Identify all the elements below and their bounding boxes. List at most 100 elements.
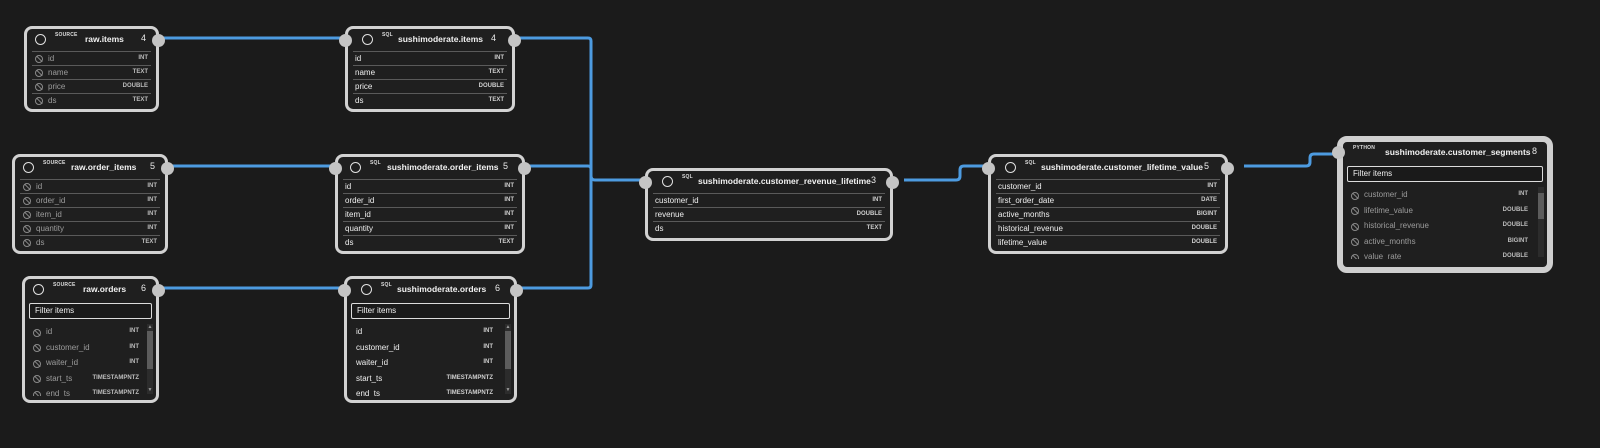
input-port[interactable] bbox=[639, 176, 652, 189]
input-port[interactable] bbox=[1332, 146, 1345, 159]
model-title[interactable]: sushimoderate.orders bbox=[397, 284, 487, 294]
node-header[interactable]: SOURCE raw.items 4 bbox=[27, 29, 165, 51]
model-title[interactable]: raw.order_items bbox=[71, 162, 137, 172]
collapse-toggle-icon[interactable] bbox=[35, 34, 46, 45]
collapse-toggle-icon[interactable] bbox=[1005, 162, 1016, 173]
scroll-down-icon[interactable]: ▼ bbox=[147, 387, 153, 393]
collapse-toggle-icon[interactable] bbox=[362, 34, 373, 45]
node-header[interactable]: SQL sushimoderate.orders 6 bbox=[338, 279, 523, 301]
model-title[interactable]: raw.items bbox=[85, 34, 124, 44]
node-customer-lifetime-value[interactable]: SQL sushimoderate.customer_lifetime_valu… bbox=[982, 154, 1234, 254]
node-header[interactable]: SQL sushimoderate.items 4 bbox=[339, 29, 521, 51]
input-port[interactable] bbox=[339, 34, 352, 47]
output-port[interactable] bbox=[518, 162, 531, 175]
model-title[interactable]: sushimoderate.customer_segments bbox=[1385, 147, 1531, 157]
collapse-toggle-icon[interactable] bbox=[23, 162, 34, 173]
collapse-toggle-icon[interactable] bbox=[350, 162, 361, 173]
scrollbar[interactable]: ▲ ▼ bbox=[147, 324, 153, 394]
model-title[interactable]: sushimoderate.items bbox=[398, 34, 484, 44]
filter-items-input[interactable]: Filter items bbox=[1347, 166, 1543, 182]
output-port[interactable] bbox=[508, 34, 521, 47]
scrollbar-thumb[interactable] bbox=[1538, 193, 1544, 219]
node-header[interactable]: SOURCE raw.order_items 5 bbox=[15, 157, 174, 179]
node-header[interactable]: SQL sushimoderate.customer_revenue_lifet… bbox=[639, 171, 899, 193]
output-port[interactable] bbox=[510, 284, 523, 297]
input-port[interactable] bbox=[329, 162, 342, 175]
scrollbar-thumb[interactable] bbox=[505, 331, 511, 369]
collapse-toggle-icon[interactable] bbox=[33, 284, 44, 295]
collapse-toggle-icon[interactable] bbox=[361, 284, 372, 295]
collapse-toggle-icon[interactable] bbox=[662, 176, 673, 187]
scrollbar[interactable] bbox=[1538, 187, 1544, 257]
node-customer-revenue-lifetime[interactable]: SQL sushimoderate.customer_revenue_lifet… bbox=[639, 168, 899, 241]
model-title[interactable]: sushimoderate.customer_revenue_lifetime bbox=[698, 176, 871, 186]
input-port[interactable] bbox=[338, 284, 351, 297]
output-port[interactable] bbox=[886, 176, 899, 189]
node-header[interactable]: SQL sushimoderate.order_items 5 bbox=[329, 157, 531, 179]
output-port[interactable] bbox=[152, 284, 165, 297]
filter-items-input[interactable]: Filter items bbox=[29, 303, 152, 319]
scroll-up-icon[interactable]: ▲ bbox=[505, 324, 511, 330]
model-title[interactable]: sushimoderate.order_items bbox=[387, 162, 499, 172]
scroll-down-icon[interactable]: ▼ bbox=[505, 387, 511, 393]
output-port[interactable] bbox=[152, 34, 165, 47]
scroll-up-icon[interactable]: ▲ bbox=[147, 324, 153, 330]
node-header[interactable]: SQL sushimoderate.customer_lifetime_valu… bbox=[982, 157, 1234, 179]
input-port[interactable] bbox=[982, 162, 995, 175]
node-customer-segments[interactable]: PYTHON sushimoderate.customer_segments 8… bbox=[1332, 136, 1553, 273]
scrollbar-thumb[interactable] bbox=[147, 331, 153, 369]
output-port[interactable] bbox=[161, 162, 174, 175]
node-header[interactable]: SOURCE raw.orders 6 bbox=[25, 279, 165, 301]
filter-items-input[interactable]: Filter items bbox=[351, 303, 510, 319]
scrollbar[interactable]: ▲ ▼ bbox=[505, 324, 511, 394]
model-title[interactable]: sushimoderate.customer_lifetime_value bbox=[1041, 162, 1204, 172]
output-port[interactable] bbox=[1221, 162, 1234, 175]
model-title[interactable]: raw.orders bbox=[83, 284, 127, 294]
node-sushimoderate-orders[interactable]: SQL sushimoderate.orders 6 Filter items … bbox=[338, 276, 523, 403]
node-header[interactable]: PYTHON sushimoderate.customer_segments 8 bbox=[1332, 142, 1547, 164]
